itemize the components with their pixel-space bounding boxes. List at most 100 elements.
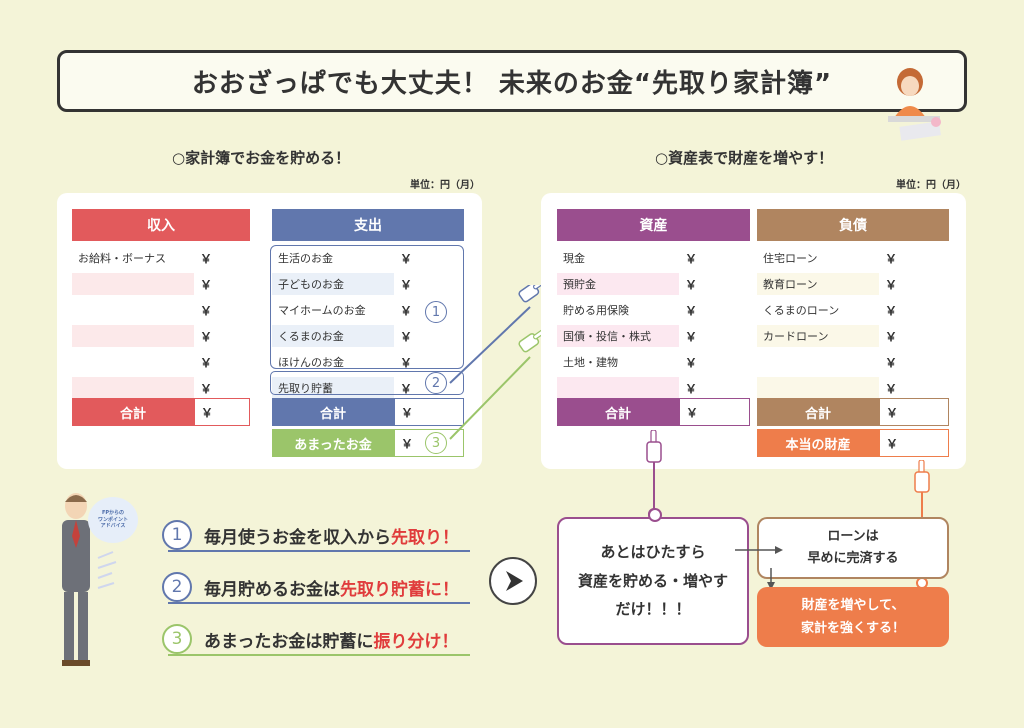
expense-row: 子どものお金 ￥: [272, 273, 462, 295]
assets-total-value[interactable]: ￥: [679, 398, 750, 426]
income-total-value[interactable]: ￥: [194, 398, 250, 426]
expense-row-label: くるまのお金: [272, 325, 394, 347]
expense-row: くるまのお金 ￥: [272, 325, 462, 347]
expense-row-yen[interactable]: ￥: [400, 329, 413, 344]
liability-row: 住宅ローン ￥: [757, 247, 949, 269]
income-row-yen[interactable]: ￥: [200, 251, 213, 266]
woman-at-desk-illustration: [888, 68, 941, 141]
expense-row-yen[interactable]: ￥: [400, 303, 413, 318]
income-row-label: [72, 325, 194, 347]
connector-dot: [648, 508, 662, 522]
pointing-hand-icon: [518, 285, 545, 303]
pointing-hand-icon: [646, 430, 662, 463]
liability-row-yen[interactable]: ￥: [885, 381, 898, 396]
income-row: ￥: [72, 351, 250, 373]
tip-number: 3: [162, 624, 192, 654]
circle-number-2: 2: [425, 372, 447, 394]
liability-row-label: 住宅ローン: [763, 252, 818, 265]
asset-row: 土地・建物 ￥: [557, 351, 750, 373]
asset-row: 預貯金 ￥: [557, 273, 750, 295]
income-row-yen[interactable]: ￥: [200, 355, 213, 370]
asset-row-yen[interactable]: ￥: [685, 277, 698, 292]
next-arrow-icon: [489, 557, 537, 605]
liabilities-total-value[interactable]: ￥: [879, 398, 949, 426]
liability-row-yen[interactable]: ￥: [885, 277, 898, 292]
page-title: おおざっぱでも大丈夫！ 未来のお金“先取り家計簿”: [57, 50, 967, 112]
unit-label-left: 単位：円（月）: [410, 180, 480, 191]
tip-emphasis: 振り分け！: [373, 631, 459, 652]
income-row-yen[interactable]: ￥: [200, 329, 213, 344]
asset-sheet-card: 資産 現金￥預貯金￥貯める用保険￥国債・投信・株式￥土地・建物￥￥ 合計 ￥ 負…: [541, 193, 966, 469]
connector-assets: [646, 430, 662, 520]
income-row-label: [72, 273, 194, 295]
tip-item: 3 あまったお金は貯蓄に振り分け！: [162, 624, 458, 654]
income-row-label: [72, 351, 194, 373]
liability-row: ￥: [757, 351, 949, 373]
liability-row-yen[interactable]: ￥: [885, 355, 898, 370]
income-total-label: 合計: [72, 398, 194, 426]
income-row-yen[interactable]: ￥: [200, 277, 213, 292]
income-row-yen[interactable]: ￥: [200, 303, 213, 318]
assets-total-label: 合計: [557, 398, 679, 426]
expense-row-label: ほけんのお金: [278, 356, 344, 369]
tip-emphasis: 先取り！: [391, 527, 459, 548]
tip-text: 毎月使うお金を収入から: [204, 527, 391, 548]
flow-arrows: [735, 546, 783, 590]
keep-saving-box: あとはひたすら 資産を貯める・増やす だけ！！！: [557, 517, 749, 645]
liability-row-label: くるまのローン: [763, 304, 840, 317]
asset-row-yen[interactable]: ￥: [685, 381, 698, 396]
expense-row-label: 先取り貯蓄: [272, 377, 394, 399]
expense-total-label: 合計: [272, 398, 394, 426]
asset-row: 国債・投信・株式 ￥: [557, 325, 750, 347]
asset-row-label: 国債・投信・株式: [557, 325, 679, 347]
asset-row-yen[interactable]: ￥: [685, 303, 698, 318]
asset-row-label: 預貯金: [557, 273, 679, 295]
expense-row-yen[interactable]: ￥: [400, 381, 413, 396]
liability-row-yen[interactable]: ￥: [885, 303, 898, 318]
expense-row-yen[interactable]: ￥: [400, 251, 413, 266]
household-budget-heading: ○家計簿でお金を貯める！: [172, 149, 351, 167]
income-row: ￥: [72, 299, 250, 321]
liability-row: くるまのローン ￥: [757, 299, 949, 321]
liability-row-label: [757, 377, 879, 399]
expense-row-label: マイホームのお金: [278, 304, 366, 317]
extra-money-label: あまったお金: [272, 429, 394, 457]
liabilities-total-label: 合計: [757, 398, 879, 426]
liability-row: 教育ローン ￥: [757, 273, 949, 295]
advisor-man-illustration: [62, 493, 117, 666]
expense-row: 生活のお金￥: [272, 247, 462, 269]
income-row-label: お給料・ボーナス: [78, 252, 166, 265]
asset-row-label: 土地・建物: [563, 356, 618, 369]
household-budget-card: 収入 お給料・ボーナス￥￥￥￥￥￥ 合計 ￥ 支出 生活のお金￥子どものお金￥マ…: [57, 193, 482, 469]
asset-sheet-heading: ○資産表で財産を増やす！: [655, 149, 834, 167]
tip-number: 2: [162, 572, 192, 602]
asset-row-yen[interactable]: ￥: [685, 355, 698, 370]
tip-text: あまったお金は貯蓄に: [204, 631, 374, 652]
income-row-yen[interactable]: ￥: [200, 381, 213, 396]
expense-row-yen[interactable]: ￥: [400, 277, 413, 292]
assets-header: 資産: [557, 209, 750, 241]
expense-row-label: 子どものお金: [272, 273, 394, 295]
strengthen-finances-box: 財産を増やして、 家計を強くする！: [757, 587, 949, 647]
asset-row-yen[interactable]: ￥: [685, 251, 698, 266]
asset-row-label: [557, 377, 679, 399]
advisor-speech-bubble: FPからの ワンポイント アドバイス: [88, 497, 138, 543]
expense-total-value[interactable]: ￥: [394, 398, 464, 426]
tip-underline: [168, 602, 470, 604]
circle-number-1: 1: [425, 301, 447, 323]
expense-row-yen[interactable]: ￥: [400, 355, 413, 370]
expense-row: ほけんのお金 ￥: [272, 351, 462, 373]
net-worth-value[interactable]: ￥: [879, 429, 949, 457]
liability-row-yen[interactable]: ￥: [885, 251, 898, 266]
spending-group-outline: [270, 245, 464, 369]
liability-row-label: 教育ローン: [757, 273, 879, 295]
liability-row-yen[interactable]: ￥: [885, 329, 898, 344]
tip-emphasis: 先取り貯蓄に！: [340, 579, 459, 600]
income-row: お給料・ボーナス ￥: [72, 247, 250, 269]
pointing-hand-icon: [914, 460, 930, 493]
liability-row-label: [757, 351, 879, 373]
asset-row-yen[interactable]: ￥: [685, 329, 698, 344]
income-row: ￥: [72, 325, 250, 347]
liability-row-label: カードローン: [757, 325, 879, 347]
